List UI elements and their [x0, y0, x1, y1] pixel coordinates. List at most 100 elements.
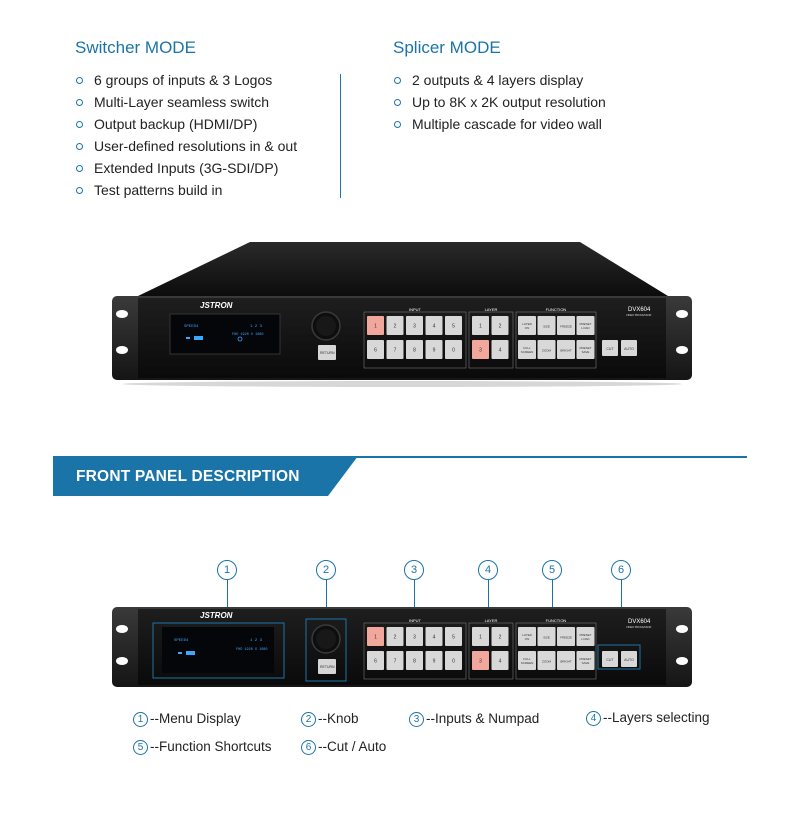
function-key[interactable]: BRIGHT	[557, 651, 575, 670]
key-label: ZOOM	[542, 349, 551, 353]
key-label: 7	[394, 659, 397, 665]
function-group-label: FUNCTION	[546, 618, 567, 623]
key-label: ZOOM	[542, 660, 551, 664]
callout-2: 2	[316, 560, 336, 580]
layer-key-3[interactable]: 3	[472, 340, 489, 359]
legend-number: 3	[409, 712, 424, 727]
input-key-4[interactable]: 4	[425, 627, 443, 646]
input-key-8[interactable]: 8	[406, 651, 423, 670]
cut-button[interactable]: CUT	[602, 340, 618, 356]
return-key-label: RETURN	[320, 665, 335, 669]
feature-item: Multi-Layer seamless switch	[75, 91, 297, 113]
key-label: SAVE	[582, 661, 590, 665]
key-label: 4	[433, 635, 436, 641]
auto-button[interactable]: AUTO	[621, 340, 637, 356]
model-label: DVX604	[628, 307, 651, 313]
key-label: 4	[499, 348, 502, 354]
key-label: 4	[433, 324, 436, 330]
key-label: 1	[374, 635, 377, 641]
function-key[interactable]: SIZE	[537, 316, 556, 335]
legend-item-5: 5--Function Shortcuts	[133, 739, 272, 755]
return-key-label: RETURN	[320, 351, 335, 355]
key-label: 2	[499, 635, 502, 641]
input-group-label: INPUT	[409, 618, 422, 623]
screen-text: 1 2 3	[250, 639, 263, 643]
layer-key-1[interactable]: 1	[472, 627, 489, 646]
key-label: 0	[452, 659, 455, 665]
layer-key-4[interactable]: 4	[491, 340, 509, 359]
input-key-7[interactable]: 7	[386, 340, 404, 359]
screen-text: SPEED4	[184, 325, 199, 329]
feature-item: Up to 8K x 2K output resolution	[393, 91, 606, 113]
cut-button[interactable]: CUT	[602, 651, 618, 667]
function-key[interactable]: ZOOM	[537, 340, 556, 359]
function-group-label: FUNCTION	[546, 307, 567, 312]
key-label: 6	[374, 348, 377, 354]
feature-item: Output backup (HDMI/DP)	[75, 113, 297, 135]
key-label: 5	[452, 635, 455, 641]
auto-button[interactable]: AUTO	[621, 651, 637, 667]
callout-1: 1	[217, 560, 237, 580]
function-key[interactable]: FREEZE	[557, 316, 575, 335]
input-key-9[interactable]: 9	[425, 651, 443, 670]
legend-text: --Function Shortcuts	[150, 739, 272, 754]
function-key[interactable]: BRIGHT	[557, 340, 575, 359]
layer-group-frame	[468, 311, 514, 369]
key-label: BRIGHT	[560, 660, 572, 664]
column-divider	[340, 74, 341, 198]
input-key-8[interactable]: 8	[406, 340, 423, 359]
key-label: PRESET	[579, 346, 591, 350]
key-label: 7	[394, 348, 397, 354]
input-key-0[interactable]: 0	[445, 651, 462, 670]
function-key[interactable]: SIZE	[537, 627, 556, 646]
input-key-7[interactable]: 7	[386, 651, 404, 670]
key-label: 6	[374, 659, 377, 665]
layer-key-1[interactable]: 1	[472, 316, 489, 335]
legend-item-2: 2--Knob	[301, 711, 359, 727]
function-key[interactable]: FREEZE	[557, 627, 575, 646]
banner-title: FRONT PANEL DESCRIPTION	[76, 468, 300, 485]
input-key-0[interactable]: 0	[445, 340, 462, 359]
layer-key-2[interactable]: 2	[491, 627, 509, 646]
legend-number: 6	[301, 740, 316, 755]
key-label: 5	[452, 324, 455, 330]
layer-key-2[interactable]: 2	[491, 316, 509, 335]
device-photo-perspective: JSTRON SPEED4 1 2 3 FHD 1920 X 1080 RETU…	[108, 238, 696, 393]
key-label: LAYER	[522, 633, 532, 637]
input-key-4[interactable]: 4	[425, 316, 443, 335]
switcher-mode-title: Switcher MODE	[75, 38, 196, 57]
legend-number: 1	[133, 712, 148, 727]
key-label: LAYER	[522, 322, 532, 326]
input-key-2[interactable]: 2	[386, 627, 404, 646]
legend-text: --Menu Display	[150, 711, 241, 726]
layer-group-label: LAYER	[485, 307, 498, 312]
input-key-3[interactable]: 3	[406, 316, 423, 335]
input-key-9[interactable]: 9	[425, 340, 443, 359]
switcher-feature-list: 6 groups of inputs & 3 Logos Multi-Layer…	[75, 69, 297, 201]
callout-line	[414, 580, 415, 622]
key-label: SIZE	[543, 325, 550, 329]
function-key[interactable]: ZOOM	[537, 651, 556, 670]
input-key-6[interactable]: 6	[367, 651, 384, 670]
input-key-5[interactable]: 5	[445, 627, 462, 646]
input-key-3[interactable]: 3	[406, 627, 423, 646]
input-key-6[interactable]: 6	[367, 340, 384, 359]
banner-rule	[53, 456, 747, 458]
input-key-1[interactable]: 1	[367, 316, 384, 335]
brand-logo: JSTRON	[200, 301, 233, 310]
input-key-1[interactable]: 1	[367, 627, 384, 646]
input-key-2[interactable]: 2	[386, 316, 404, 335]
layer-key-4[interactable]: 4	[491, 651, 509, 670]
layer-key-3[interactable]: 3	[472, 651, 489, 670]
input-key-5[interactable]: 5	[445, 316, 462, 335]
model-label: DVX604	[628, 619, 651, 625]
key-label: 3	[479, 348, 482, 354]
